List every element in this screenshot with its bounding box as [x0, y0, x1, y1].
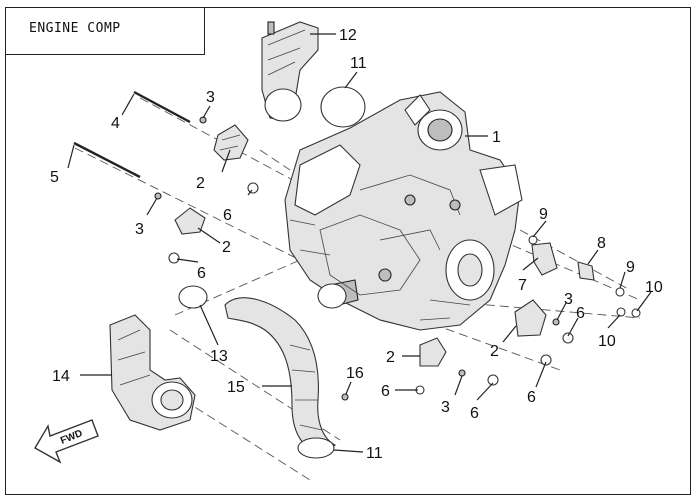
callout-13: 13 [210, 348, 228, 365]
engine-assembly [284, 91, 523, 331]
hose-part-15 [224, 297, 337, 456]
callout-10-a: 10 [645, 279, 663, 296]
callout-6-b: 6 [197, 265, 206, 282]
callout-10-b: 10 [598, 333, 616, 350]
callout-3-a: 3 [206, 89, 215, 106]
hose-clamp-part-11-upper [320, 86, 366, 128]
callout-3-c: 3 [564, 291, 573, 308]
callout-6-d: 6 [527, 389, 536, 406]
engine-mount-part-2-upper [213, 124, 249, 161]
callout-4: 4 [111, 115, 120, 132]
callout-11-top: 11 [350, 55, 367, 72]
callout-3-b: 3 [135, 221, 144, 238]
hose-clamp-part-11-lower [297, 437, 335, 459]
callout-16: 16 [346, 365, 364, 382]
leader-lines [67, 33, 652, 453]
callout-8: 8 [597, 235, 606, 252]
bracket-part-7 [531, 242, 558, 276]
forward-direction-arrow: FWD [34, 419, 99, 464]
diagram-frame [5, 7, 691, 495]
callout-14: 14 [52, 368, 70, 385]
engine-mount-part-2-right [514, 299, 547, 337]
callout-12: 12 [339, 27, 357, 44]
callout-6-c: 6 [576, 305, 585, 322]
callout-1: 1 [492, 129, 501, 146]
engine-mount-part-2-center [419, 337, 447, 367]
title-box: ENGINE COMP [5, 7, 205, 55]
callout-labels: 12 11 1 3 4 2 6 5 3 2 6 9 8 7 9 10 10 3 … [50, 27, 663, 462]
callout-3-d: 3 [441, 399, 450, 416]
callout-6-f: 6 [381, 383, 390, 400]
small-fasteners [154, 116, 641, 401]
callout-2-b: 2 [222, 239, 231, 256]
callout-5: 5 [50, 169, 59, 186]
diagram-title: ENGINE COMP [29, 21, 121, 36]
callout-2-a: 2 [196, 175, 205, 192]
callout-2-d: 2 [386, 349, 395, 366]
intake-duct-part-12 [261, 21, 319, 122]
callout-15: 15 [227, 379, 245, 396]
callout-2-c: 2 [490, 343, 499, 360]
callout-9-a: 9 [539, 206, 548, 223]
air-duct-part-14 [109, 314, 196, 431]
bolt-part-5 [73, 141, 141, 179]
hose-clamp-part-13 [178, 285, 208, 309]
callout-6-e: 6 [470, 405, 479, 422]
callout-6-a: 6 [223, 207, 232, 224]
callout-11-bottom: 11 [366, 445, 383, 462]
sensor-part-8 [577, 261, 595, 281]
engine-mount-part-2-left [174, 207, 206, 235]
callout-7: 7 [518, 277, 527, 294]
bolt-part-4 [133, 90, 191, 124]
callout-9-b: 9 [626, 259, 635, 276]
